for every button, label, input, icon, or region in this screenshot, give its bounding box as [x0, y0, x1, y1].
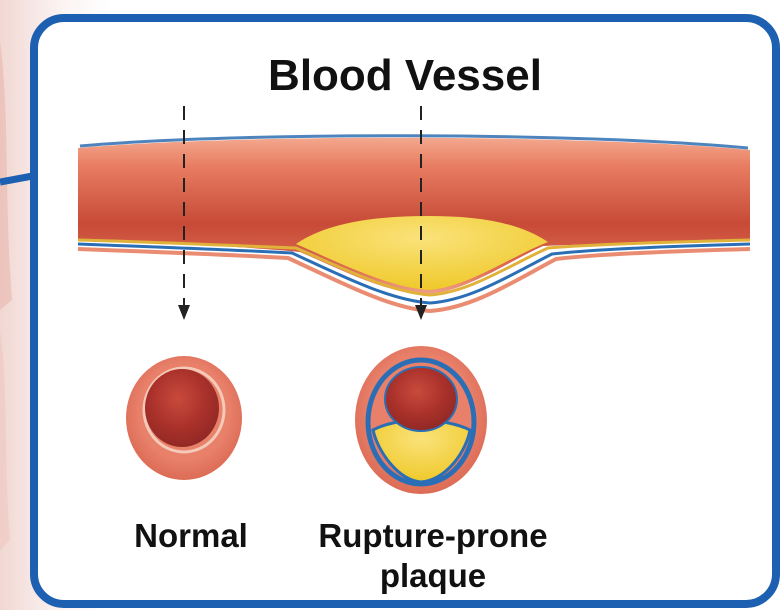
vessel-illustration: [38, 22, 772, 600]
vessel-longitudinal: [78, 136, 750, 311]
label-normal: Normal: [96, 516, 286, 556]
normal-arrow-icon: [178, 305, 190, 320]
label-rupture-prone-plaque: Rupture-prone plaque: [278, 516, 588, 596]
rupture-prone-cross-section: [355, 346, 487, 494]
blood-vessel-panel: Blood Vessel: [30, 14, 780, 608]
normal-cross-section: [126, 356, 242, 480]
